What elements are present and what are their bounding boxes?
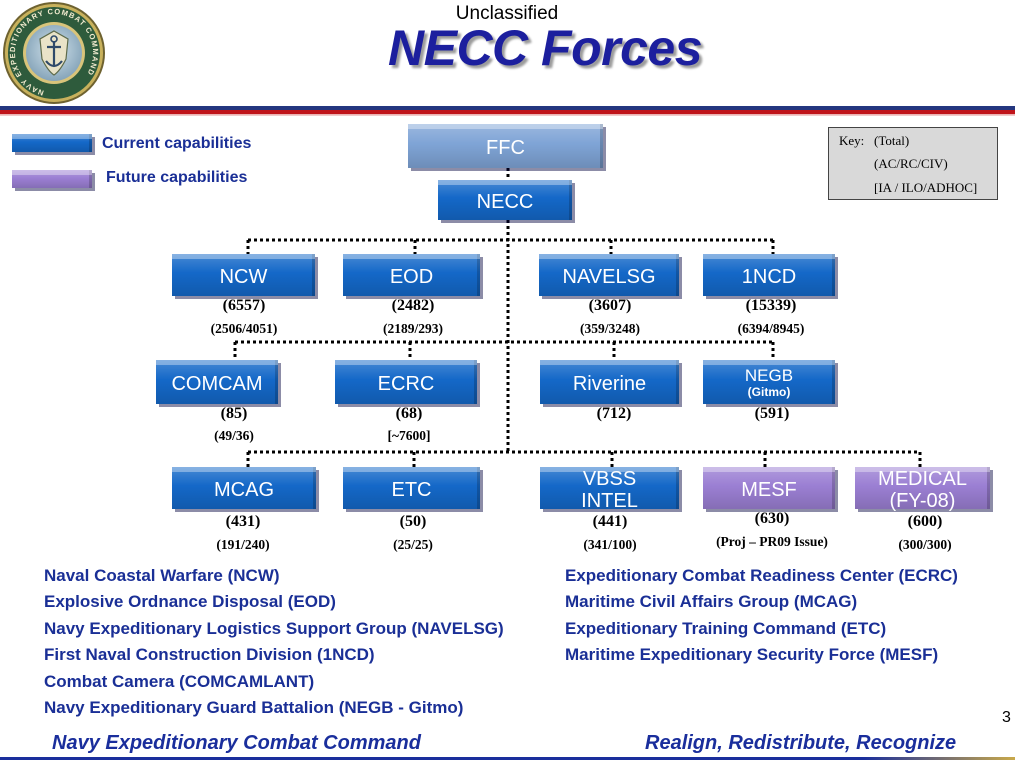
node-label: ETC [391,478,432,501]
glossary-right: Expeditionary Combat Readiness Center (E… [565,563,958,669]
glossary-item: Maritime Civil Affairs Group (MCAG) [565,592,858,612]
glossary-item: Expeditionary Combat Readiness Center (E… [565,566,958,585]
unit-total: (15339) [745,297,797,314]
unit-total: (441) [592,513,628,530]
node-negb: NEGB(Gitmo) [703,360,835,404]
unit-breakdown: (Proj – PR09 Issue) [716,534,828,549]
node-label: ECRC [377,372,435,395]
unit-total: (50) [399,513,427,530]
node-label: EOD [389,265,434,288]
unit-breakdown: (300/300) [898,537,952,552]
title-divider [0,106,1015,116]
unit-total: (630) [754,510,790,527]
glossary-item: Expeditionary Training Command (ETC) [565,618,887,638]
node-mcag: MCAG [172,467,316,509]
unit-breakdown: (341/100) [583,537,637,552]
footer-motto: Realign, Redistribute, Recognize [645,732,957,754]
unit-total: (431) [225,513,261,530]
node-ecrc: ECRC [335,360,477,404]
footer-organization: Navy Expeditionary Combat Command [52,732,421,754]
legend-future-swatch [12,170,92,188]
unit-breakdown: (2506/4051) [210,321,278,336]
legend-current-label: Current capabilities [102,135,252,152]
node-1ncd: 1NCD [703,254,835,296]
unit-total: (85) [220,405,248,422]
glossary-item: Combat Camera (COMCAMLANT) [44,671,315,691]
node-label: NAVELSG [562,265,656,288]
glossary-left: Naval Coastal Warfare (NCW) Explosive Or… [44,563,504,721]
seal-emblem [39,30,69,76]
unit-breakdown: (2189/293) [383,321,443,336]
node-sublabel: (Gitmo) [747,384,791,399]
node-label: INTEL [581,489,638,512]
node-label: VBSS [582,467,637,490]
footer-divider [0,757,1015,760]
legend-current-swatch [12,134,92,152]
glossary-item: Naval Coastal Warfare (NCW) [44,566,280,585]
key-line-ac-rc-civ: (AC/RC/CIV) [874,156,948,171]
unit-total: (6557) [222,297,266,314]
node-label: MEDICAL [878,467,967,490]
node-label: NECC [476,190,534,213]
key-label: Key: [839,133,865,148]
unit-breakdown: (359/3248) [580,321,640,336]
node-label: MESF [741,478,797,501]
unit-breakdown: (25/25) [393,537,433,552]
unit-total: (712) [596,405,632,422]
unit-breakdown: (6394/8945) [737,321,805,336]
classification-label: Unclassified [455,3,559,24]
unit-total: (591) [754,405,790,422]
legend-future-label: Future capabilities [106,169,248,186]
node-eod: EOD [343,254,480,296]
glossary-item: Navy Expeditionary Logistics Support Gro… [44,618,504,638]
slide-title: NECC Forces [387,20,703,76]
unit-total: (2482) [391,297,435,314]
unit-total: (68) [395,405,423,422]
node-necc: NECC [438,180,572,220]
node-label: MCAG [214,478,274,501]
node-comcam: COMCAM [156,360,278,404]
key-box: Key: (Total) (AC/RC/CIV) [IA / ILO/ADHOC… [828,127,998,200]
glossary-item: First Naval Construction Division (1NCD) [44,645,375,665]
unit-total: (3607) [588,297,632,314]
unit-breakdown: (191/240) [216,537,270,552]
node-ncw: NCW [172,254,315,296]
key-line-total: (Total) [874,133,910,148]
node-label: (FY-08) [889,489,956,512]
node-label: 1NCD [741,265,797,288]
unit-breakdown: [~7600] [387,428,431,443]
node-etc: ETC [343,467,480,509]
glossary-item: Navy Expeditionary Guard Battalion (NEGB… [44,697,464,717]
node-label: COMCAM [171,372,263,395]
necc-seal-logo: NAVY EXPEDITIONARY COMBAT COMMAND [3,2,105,104]
key-line-ia-ilo-adhoc: [IA / ILO/ADHOC] [874,180,978,195]
node-navelsg: NAVELSG [539,254,679,296]
glossary-item: Maritime Expeditionary Security Force (M… [565,645,939,665]
node-riverine: Riverine [540,360,679,404]
node-ffc: FFC [408,124,603,168]
node-label: NCW [219,265,268,288]
node-label: Riverine [572,372,647,395]
node-mesf: MESF [703,467,835,509]
glossary-item: Explosive Ordnance Disposal (EOD) [44,592,336,612]
unit-breakdown: (49/36) [214,428,254,443]
node-label: FFC [486,136,525,159]
page-number: 3 [1002,709,1011,726]
node-medical-fy-08: MEDICAL(FY-08) [855,467,990,512]
unit-total: (600) [907,513,943,530]
node-label: NEGB [744,366,794,386]
